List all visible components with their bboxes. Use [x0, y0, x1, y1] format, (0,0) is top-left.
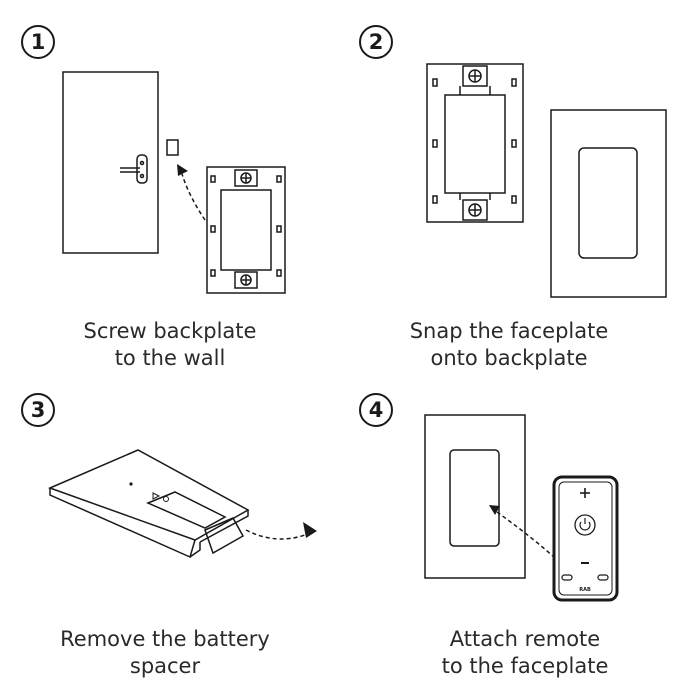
step-2-caption-line-1: Snap the faceplate	[409, 319, 609, 343]
step-4-number: 4	[359, 393, 393, 427]
step-4-caption: Attach remote to the faceplate	[400, 626, 650, 680]
step-1-caption-line-1: Screw backplate	[83, 319, 257, 343]
battery-door	[146, 491, 227, 529]
faceplate-4	[424, 414, 556, 579]
wall-box	[166, 139, 179, 156]
remote-front: RAB	[552, 475, 619, 602]
step-1-number: 1	[21, 25, 55, 59]
step-2-caption: Snap the faceplate onto backplate	[384, 318, 634, 372]
step-2-caption-line-2: onto backplate	[430, 346, 588, 370]
remote-brand: RAB	[579, 587, 591, 593]
step-2-number: 2	[359, 25, 393, 59]
door-handle	[136, 154, 148, 184]
battery-spacer	[204, 517, 245, 555]
arrow-head-1	[177, 164, 188, 176]
faceplate-2	[550, 109, 667, 298]
step-1-caption: Screw backplate to the wall	[45, 318, 295, 372]
step-3-caption-line-2: spacer	[129, 654, 201, 678]
step-3-number: 3	[21, 393, 55, 427]
backplate-1	[206, 166, 286, 294]
dashed-arrow-4	[496, 511, 556, 559]
backplate-2	[426, 63, 524, 223]
step-4-caption-line-1: Attach remote	[449, 627, 601, 651]
door-outline	[62, 71, 159, 254]
step-1-caption-line-2: to the wall	[114, 346, 226, 370]
step-3-caption-line-1: Remove the battery	[60, 627, 270, 651]
step-3-caption: Remove the battery spacer	[40, 626, 290, 680]
arrow-head-3	[303, 522, 317, 538]
step-4-caption-line-2: to the faceplate	[441, 654, 609, 678]
arrow-head-4	[489, 505, 500, 515]
